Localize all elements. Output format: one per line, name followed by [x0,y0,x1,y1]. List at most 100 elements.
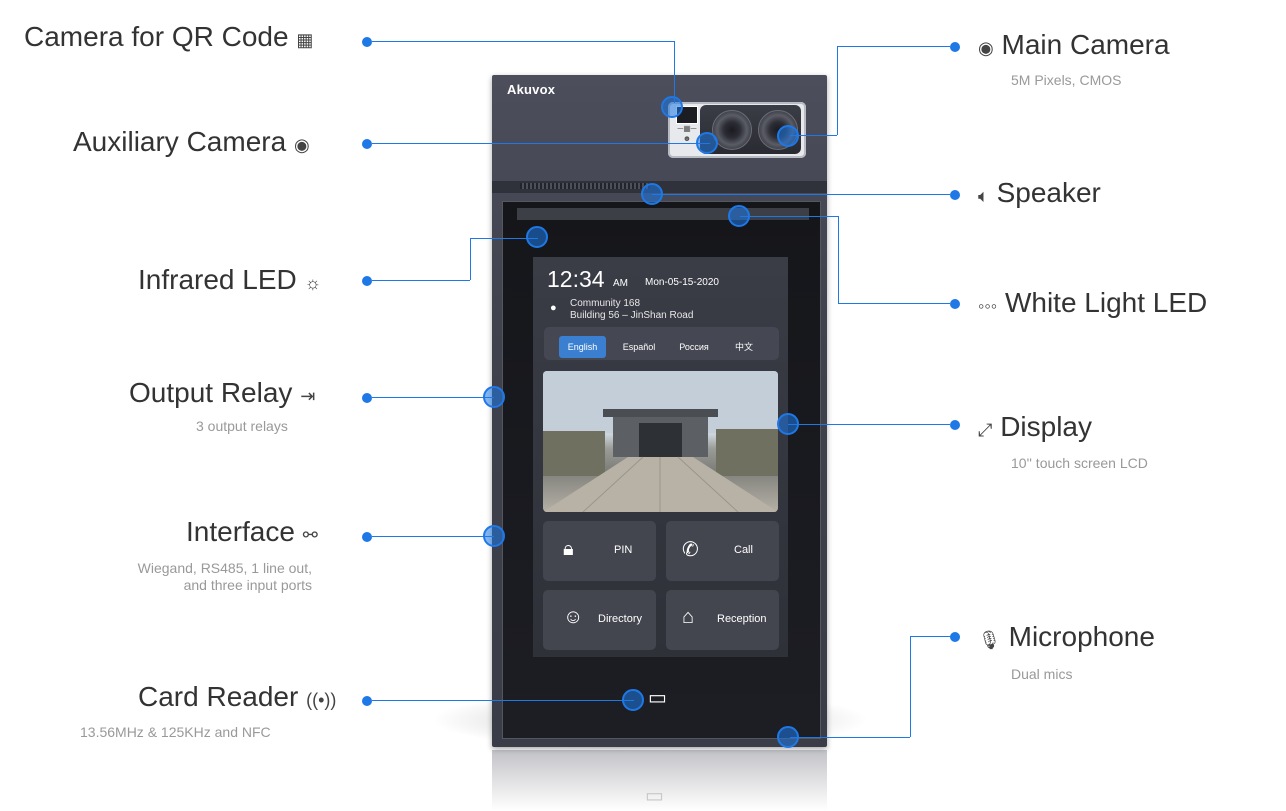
speaker-icon: 🔈︎ [978,186,989,206]
microphone-subtitle: Dual mics [1011,666,1073,682]
card-reader-dot [362,696,372,706]
card-reader-subtitle: 13.56MHz & 125KHz and NFC [80,724,271,740]
mic-line-h2 [790,737,910,738]
main-camera-label: ◉ Main Camera [978,29,1170,60]
qr-camera-marker [661,96,683,118]
home-person-icon: ⌂ [682,606,695,628]
expand-icon: ⤢ [978,420,993,440]
led-strip-icon: ◦◦◦ [978,296,998,316]
white-led-line-h2 [740,216,838,217]
output-relay-label: Output Relay ⇥ [129,377,316,408]
relay-line [372,397,494,398]
interface-line [372,536,494,537]
clock-date: Mon-05-15-2020 [645,277,719,288]
brand-logo: Akuvox [507,82,556,97]
interface-subtitle-1: Wiegand, RS485, 1 line out, [137,560,312,576]
directory-label: Directory [598,613,643,625]
main-camera-subtitle: 5M Pixels, CMOS [1011,72,1122,88]
infrared-marker [526,226,548,248]
aux-camera-line [372,143,710,144]
location-line-1: Community 168 [570,298,641,309]
interface-subtitle-2: and three input ports [183,577,312,593]
speaker-line [652,194,950,195]
mic-dot [950,632,960,642]
clock-time: 12:34 [547,266,605,292]
card-reader-marker [622,689,644,711]
relay-marker [483,386,505,408]
camera-lens-left [712,110,752,150]
infrared-led-label: Infrared LED ☼ [138,264,322,295]
aux-indicator-icons: ─▦─☻ [677,124,697,143]
call-tile[interactable] [666,521,779,581]
qr-camera-label: Camera for QR Code ▦ [24,21,314,52]
interface-marker [483,525,505,547]
aux-camera-label: Auxiliary Camera ◉ [73,126,310,157]
aux-camera-dot [362,139,372,149]
white-led-label: ◦◦◦ White Light LED [978,287,1208,318]
infrared-line-h2 [470,238,538,239]
speaker-dot [950,190,960,200]
main-camera-line [837,46,950,47]
reception-label: Reception [717,613,767,625]
language-tab-chinese[interactable]: 中文 [734,342,753,352]
phone-icon: ✆ [682,539,699,561]
lock-icon: 🔒︎ [563,538,574,560]
language-tab-espanol[interactable]: Español [622,342,656,352]
speaker-marker [641,183,663,205]
white-led-line-v [838,216,839,303]
infrared-dot [362,276,372,286]
display-marker [777,413,799,435]
call-label: Call [734,544,753,556]
infrared-line [372,280,470,281]
aux-camera-marker [696,132,718,154]
clock-ampm: AM [613,278,628,289]
main-camera-marker [777,125,799,147]
speaker-grille [520,183,650,189]
mic-icon: 🎙︎ [978,630,1001,650]
pin-tile[interactable] [543,521,656,581]
pin-label: PIN [614,544,633,556]
location-pin-icon: ● [550,302,557,314]
language-tab-russian[interactable]: Россия [679,342,709,352]
main-camera-dot [950,42,960,52]
speaker-label: 🔈︎ Speaker [978,177,1101,208]
alarm-light-icon: ☼ [304,273,322,293]
card-reader-line [372,700,634,701]
directory-tile[interactable] [543,590,656,650]
mic-line-v [910,636,911,737]
interface-dot [362,532,372,542]
white-led-line [838,303,950,304]
location-line-2: Building 56 – JinShan Road [570,310,694,321]
led-strip [517,208,809,220]
mic-line [910,636,950,637]
network-icon: ⚯ [302,525,318,545]
mic-marker [777,726,799,748]
card-reader-label: Card Reader ((•)) [138,681,337,712]
main-camera-line-v [837,46,838,135]
building-photo [543,371,778,512]
main-camera-icon: ◉ [978,38,994,58]
card-reader-icon: ▭ [648,687,667,709]
relay-icon: ⇥ [300,386,316,406]
qr-camera-line-v [674,41,675,103]
main-camera-line-h2 [790,135,837,136]
relay-dot [362,393,372,403]
qr-camera-line [372,41,674,42]
camera-icon: ◉ [293,135,310,155]
display-line [788,424,950,425]
qr-icon: ▦ [296,30,314,50]
reception-tile[interactable] [666,590,779,650]
output-relay-subtitle: 3 output relays [196,418,288,434]
qr-camera-dot [362,37,372,47]
nfc-icon: ((•)) [306,690,337,710]
microphone-label: 🎙︎ Microphone [978,621,1155,652]
display-dot [950,420,960,430]
display-subtitle: 10'' touch screen LCD [1011,455,1148,471]
device-reflection [492,750,827,811]
white-led-marker [728,205,750,227]
display-label: ⤢ Display [978,411,1092,442]
white-led-dot [950,299,960,309]
language-tab-english[interactable]: English [559,336,606,358]
person-icon: ☺ [563,606,584,628]
interface-label: Interface ⚯ [186,516,318,547]
